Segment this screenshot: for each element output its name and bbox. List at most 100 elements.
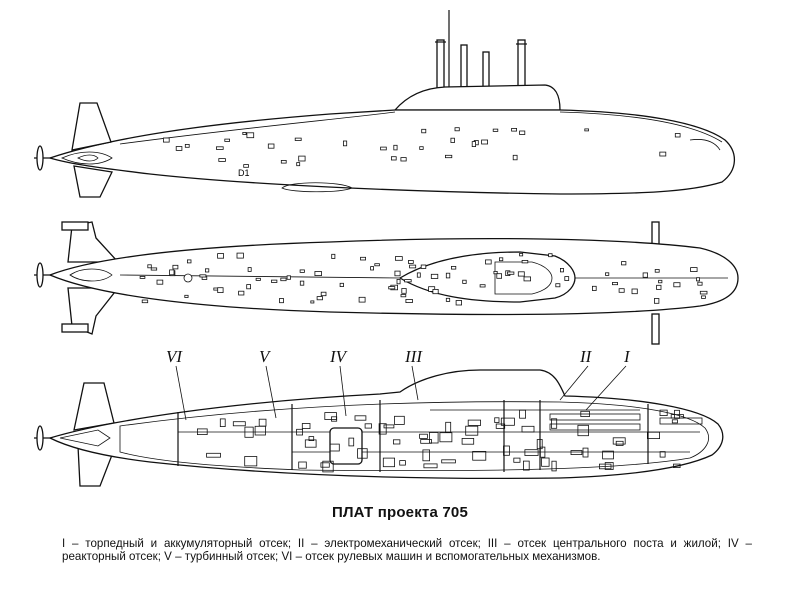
equipment-block xyxy=(673,463,681,469)
fitting-mark xyxy=(255,277,261,281)
fitting-mark xyxy=(215,146,224,150)
fitting-mark xyxy=(280,277,287,282)
equipment-block xyxy=(659,451,666,458)
fitting-mark xyxy=(342,140,348,147)
compartment-label-V: V xyxy=(259,347,272,366)
fitting-mark xyxy=(400,294,407,298)
equipment-block xyxy=(461,437,475,445)
equipment-block xyxy=(602,450,614,460)
fitting-mark xyxy=(420,264,427,269)
fitting-mark xyxy=(331,253,336,259)
fitting-mark xyxy=(184,294,189,298)
equipment-block xyxy=(580,410,590,417)
fitting-mark xyxy=(697,281,703,286)
fitting-mark xyxy=(555,283,561,288)
fitting-mark xyxy=(224,138,231,142)
equipment-block xyxy=(322,460,334,473)
equipment-block xyxy=(298,461,307,469)
fitting-mark xyxy=(631,288,638,295)
fitting-mark xyxy=(280,159,287,164)
fitting-mark xyxy=(471,141,477,148)
lower-stern-fin xyxy=(73,165,113,198)
figure-title: ПЛАТ проекта 705 xyxy=(331,504,469,521)
fitting-mark xyxy=(699,290,708,295)
equipment-block xyxy=(254,425,266,436)
equipment-block xyxy=(420,439,432,444)
equipment-block xyxy=(472,450,487,461)
equipment-block xyxy=(670,414,684,419)
cut-details xyxy=(196,409,684,473)
fitting-mark xyxy=(320,291,327,297)
masts xyxy=(435,10,527,93)
equipment-block xyxy=(551,460,557,472)
compartment-label-VI: VI xyxy=(166,347,183,366)
fitting-mark xyxy=(450,137,455,143)
fitting-mark xyxy=(517,271,525,277)
equipment-block xyxy=(465,425,479,436)
fitting-mark xyxy=(374,263,380,267)
fitting-mark xyxy=(584,128,589,132)
equipment-block xyxy=(536,439,543,450)
equipment-block xyxy=(467,419,482,426)
fitting-mark xyxy=(390,156,397,161)
equipment-block xyxy=(671,419,678,424)
fitting-mark xyxy=(186,259,192,264)
equipment-block xyxy=(513,457,521,463)
equipment-block xyxy=(364,423,372,429)
equipment-block xyxy=(577,424,589,437)
equipment-block xyxy=(399,460,406,466)
fitting-mark xyxy=(184,143,190,148)
equipment-block xyxy=(551,418,558,429)
fitting-mark xyxy=(432,288,439,295)
upper-stern-fin xyxy=(71,102,112,151)
fitting-mark xyxy=(246,132,255,139)
equipment-block xyxy=(423,463,438,469)
compartment-label-IV: IV xyxy=(329,347,349,366)
equipment-block xyxy=(304,439,317,448)
fitting-mark xyxy=(450,265,457,270)
equipment-block xyxy=(659,409,668,417)
equipment-block xyxy=(232,421,246,427)
equipment-block xyxy=(441,459,456,464)
top-hull xyxy=(48,237,739,316)
fitting-mark xyxy=(401,288,407,294)
fitting-mark xyxy=(360,256,366,261)
equipment-block xyxy=(320,462,330,468)
fitting-mark xyxy=(485,259,492,265)
fitting-mark xyxy=(218,158,226,162)
compartment-label-II: II xyxy=(579,347,593,366)
torpedo-tubes xyxy=(549,413,703,431)
fitting-mark xyxy=(592,285,597,291)
fitting-mark xyxy=(521,259,529,264)
fitting-mark xyxy=(238,290,245,296)
top-view xyxy=(34,221,739,345)
fitting-mark xyxy=(267,143,275,149)
equipment-block xyxy=(357,448,368,459)
equipment-block xyxy=(539,446,546,458)
fitting-mark xyxy=(612,282,619,286)
fitting-mark xyxy=(358,296,366,303)
fitting-mark xyxy=(492,128,499,132)
fitting-mark xyxy=(654,298,660,304)
sail xyxy=(393,84,561,111)
fitting-mark xyxy=(659,151,667,157)
equipment-block xyxy=(503,445,510,456)
compartment-legend: I – торпедный и аккумуляторный отсек; II… xyxy=(62,537,752,563)
fitting-mark xyxy=(316,296,323,301)
fitting-mark xyxy=(339,282,344,287)
fitting-mark xyxy=(701,295,706,299)
equipment-block xyxy=(519,409,526,419)
equipment-block xyxy=(301,423,311,429)
equipment-block xyxy=(495,423,506,429)
fitting-mark xyxy=(139,275,146,279)
equipment-block xyxy=(422,449,430,462)
side-view: D1 xyxy=(34,10,736,198)
fitting-mark xyxy=(523,276,531,282)
fitting-mark xyxy=(156,279,164,285)
fitting-mark xyxy=(404,279,412,283)
fitting-mark xyxy=(656,284,662,290)
fitting-mark xyxy=(481,139,489,145)
cut-upper-fin xyxy=(73,382,115,431)
fitting-mark xyxy=(310,300,315,304)
fitting-mark xyxy=(394,270,401,277)
